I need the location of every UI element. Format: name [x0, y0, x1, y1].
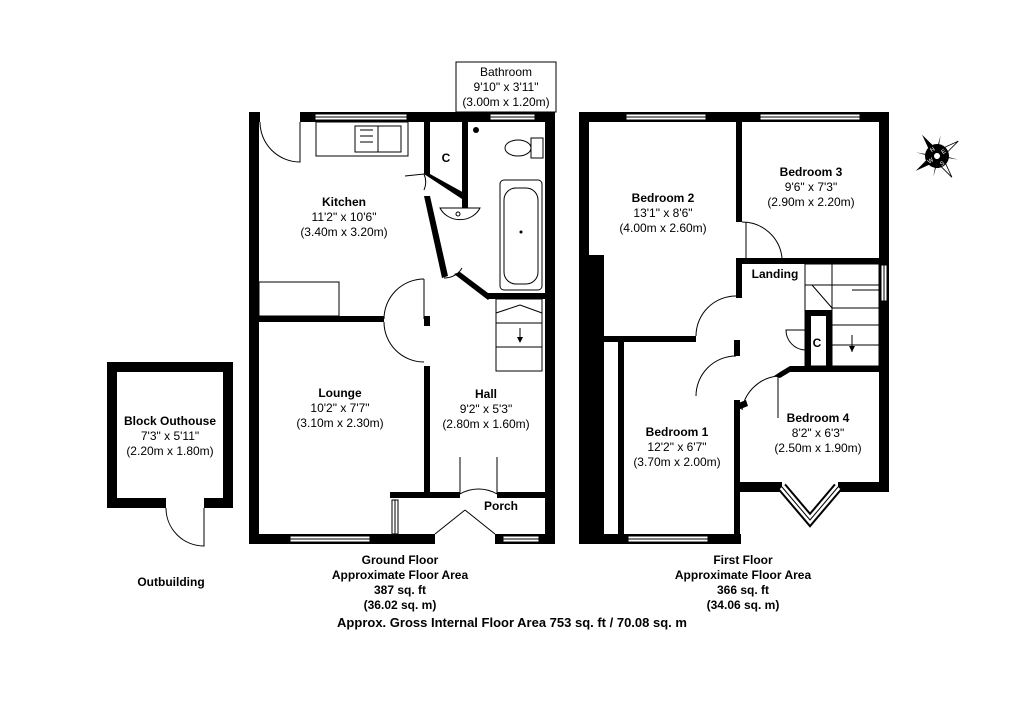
lounge-imperial: 10'2" x 7'7"	[310, 401, 369, 415]
bedroom2-name: Bedroom 2	[632, 191, 695, 205]
bathroom-door-swing	[443, 267, 463, 279]
ground-caption-line1: Ground Floor	[362, 553, 439, 567]
first-caption-line1: First Floor	[713, 553, 773, 567]
first-cupboard-label: C	[813, 336, 822, 350]
hall-metric: (2.80m x 1.60m)	[442, 417, 529, 431]
bedroom4-metric: (2.50m x 1.90m)	[774, 441, 861, 455]
bedroom4-name: Bedroom 4	[787, 411, 850, 425]
bed1-west-wall	[618, 340, 624, 535]
cupboard-west-wall	[424, 122, 430, 174]
first-caption-line4: (34.06 sq. m)	[707, 598, 780, 612]
lounge-door-swing	[383, 321, 425, 363]
bathroom-imperial: 9'10" x 3'11"	[474, 80, 539, 94]
outhouse-metric: (2.20m x 1.80m)	[126, 444, 213, 458]
bedroom3-metric: (2.90m x 2.20m)	[767, 195, 854, 209]
bed2-bed3-wall	[736, 122, 742, 222]
compass-west-letter: W	[927, 157, 935, 165]
landing-cupboard-door	[785, 329, 806, 351]
bed4-north-wall	[790, 366, 879, 372]
first-north-wall	[579, 112, 889, 122]
hall-name: Hall	[475, 387, 497, 401]
first-floor-plan	[579, 112, 889, 544]
compass-east-letter: E	[941, 149, 948, 156]
ground-cupboard-label: C	[442, 151, 451, 165]
bedroom1-name: Bedroom 1	[646, 425, 709, 439]
ground-caption-line2: Approximate Floor Area	[332, 568, 469, 582]
front-door-opening	[435, 533, 495, 545]
cupboard-door	[404, 173, 427, 191]
toilet	[504, 139, 532, 157]
first-west-wall	[579, 112, 589, 544]
ground-east-wall	[545, 112, 555, 544]
first-caption-line2: Approximate Floor Area	[675, 568, 812, 582]
bathroom-metric: (3.00m x 1.20m)	[462, 95, 549, 109]
ground-caption-line4: (36.02 sq. m)	[364, 598, 437, 612]
ground-floor-plan	[249, 111, 555, 545]
hall-imperial: 9'2" x 5'3"	[460, 402, 512, 416]
bed2-south-wall	[604, 336, 696, 342]
outbuilding-caption: Outbuilding	[137, 575, 204, 589]
bedroom1-metric: (3.70m x 2.00m)	[633, 455, 720, 469]
first-caption-line3: 366 sq. ft	[717, 583, 769, 597]
chimney-breast	[589, 255, 604, 535]
kitchen-lounge-wall	[259, 316, 384, 322]
ground-stairs	[495, 298, 543, 372]
kitchen-back-door	[259, 121, 301, 163]
compass-rose-icon: N E S W	[915, 134, 959, 178]
bedroom1-door	[695, 355, 737, 397]
bed3-south-wall	[742, 258, 879, 264]
bedroom2-imperial: 13'1" x 8'6"	[633, 206, 692, 220]
compass-south-letter: S	[939, 161, 946, 168]
kitchen-metric: (3.40m x 3.20m)	[300, 225, 387, 239]
lounge-name: Lounge	[318, 386, 362, 400]
outbuilding-plan	[107, 362, 233, 547]
bedroom2-door	[695, 295, 737, 337]
bathroom-name: Bathroom	[480, 65, 532, 79]
bay-window-frame	[778, 483, 842, 528]
bedroom3-imperial: 9'6" x 7'3"	[785, 180, 837, 194]
bathroom-label-box	[455, 61, 557, 113]
kitchen-name: Kitchen	[322, 195, 366, 209]
bedroom4-imperial: 8'2" x 6'3"	[792, 426, 844, 440]
lounge-hall-wall	[424, 366, 430, 496]
bathroom-light	[473, 127, 479, 133]
hall-door-swing	[459, 488, 498, 495]
lounge-metric: (3.10m x 2.30m)	[296, 416, 383, 430]
outhouse-door	[165, 507, 205, 547]
bedroom3-name: Bedroom 3	[780, 165, 843, 179]
porch-name: Porch	[484, 499, 518, 513]
front-door-leaves	[434, 509, 496, 535]
bedroom1-imperial: 12'2" x 6'7"	[647, 440, 706, 454]
outhouse-imperial: 7'3" x 5'11"	[141, 429, 199, 443]
ground-caption-line3: 387 sq. ft	[374, 583, 426, 597]
gross-area-caption: Approx. Gross Internal Floor Area 753 sq…	[337, 615, 687, 630]
captions: Outbuilding Ground Floor Approximate Flo…	[137, 553, 811, 630]
bedroom2-metric: (4.00m x 2.60m)	[619, 221, 706, 235]
room-labels: Bathroom 9'10" x 3'11" (3.00m x 1.20m) K…	[124, 65, 862, 513]
kitchen-imperial: 11'2" x 10'6"	[312, 210, 377, 224]
porch-north-wall	[390, 492, 460, 498]
outhouse-name: Block Outhouse	[124, 414, 216, 428]
bathroom-south-wall	[488, 293, 545, 299]
landing-name: Landing	[752, 267, 799, 281]
ground-south-wall	[249, 534, 555, 544]
bedroom3-door	[741, 221, 783, 259]
ground-west-wall	[249, 112, 259, 544]
kitchen-unit	[258, 281, 340, 317]
compass-north-letter: N	[929, 147, 936, 154]
